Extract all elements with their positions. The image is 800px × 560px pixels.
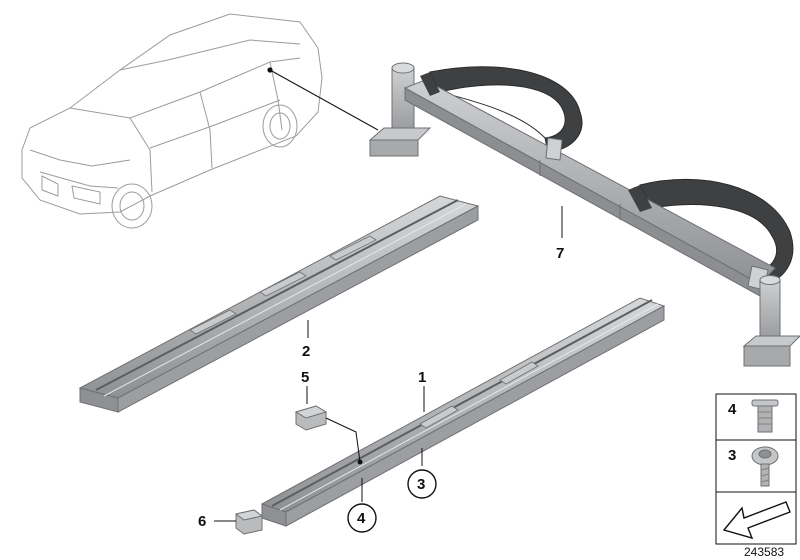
label-part-2: 2	[302, 343, 310, 360]
legend-label-top: 4	[728, 401, 737, 418]
guide-rail-upper	[78, 195, 480, 413]
callout-circle-3	[407, 469, 437, 499]
label-part-5: 5	[301, 369, 309, 386]
vehicle-outline	[21, 13, 323, 229]
end-cap-part-6	[234, 509, 264, 535]
clip-part-5	[294, 405, 328, 431]
leader-clip-to-rail	[325, 417, 361, 463]
luggage-holder-bar	[368, 62, 800, 367]
label-part-3: 3	[417, 476, 425, 493]
rivet-nut-icon	[751, 399, 779, 433]
fastener-legend: 4 3	[715, 393, 797, 545]
arrow-icon	[722, 501, 791, 540]
screw-icon	[751, 446, 779, 487]
leader-dot-rail	[357, 459, 363, 465]
callout-circle-4	[347, 503, 377, 533]
guide-rail-lower	[260, 297, 666, 527]
label-part-1: 1	[418, 369, 426, 386]
label-part-4: 4	[357, 510, 366, 527]
diagram-number: 243583	[744, 545, 784, 559]
vehicle-leader	[267, 67, 379, 131]
legend-label-bottom: 3	[728, 447, 736, 464]
label-part-6: 6	[198, 513, 206, 530]
label-part-7: 7	[556, 245, 564, 262]
